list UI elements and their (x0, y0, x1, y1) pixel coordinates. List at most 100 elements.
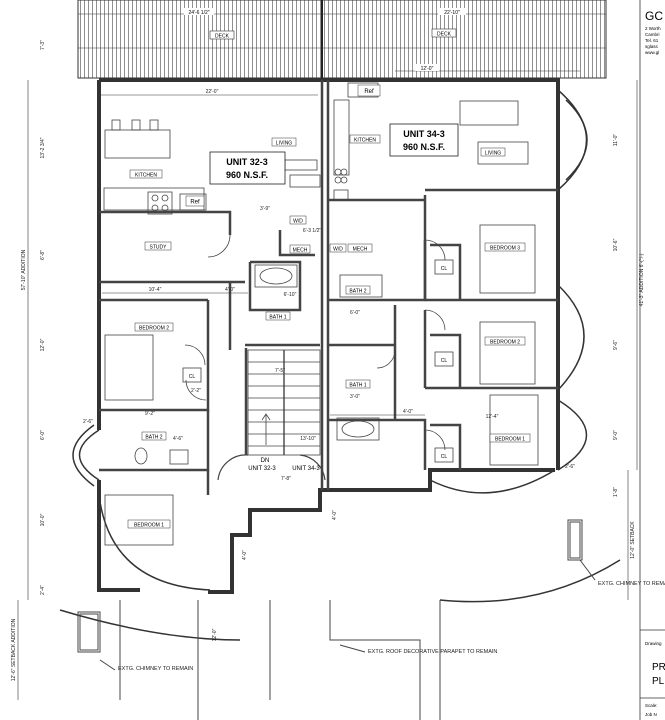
unit-label-32-3: UNIT 32-3 960 N.S.F. (209, 151, 286, 185)
notes: EXTG. CHIMNEY TO REMAIN EXTG. ROOF DECOR… (118, 581, 665, 672)
cl-34-3-c: CL (441, 454, 448, 460)
room-living-32-3: LIVING (276, 141, 293, 147)
stair (217, 349, 326, 481)
dim-6-8: 6'-8" (40, 250, 46, 260)
room-study: STUDY (150, 245, 168, 251)
dim-gap-4-right: 4'-0" (403, 409, 413, 415)
dim-4-0-lower: 4'-0" (242, 550, 248, 560)
interior-walls (99, 80, 558, 495)
dim-6-0: 6'-0" (350, 310, 360, 316)
wd-32-3: W/D (293, 219, 303, 225)
dim-1-8-right: 1'-8" (613, 487, 619, 497)
dim-4-0-vert: 4'-0" (332, 510, 338, 520)
room-bedroom1-34-3: BEDROOM 1 (495, 437, 525, 443)
dim-7-3: 7'-3" (40, 40, 46, 50)
dim-right-total: 41'-3" ADDITION 6'-(*/-) (639, 253, 645, 306)
dim-living-width: 22'-0" (206, 89, 219, 95)
deck: DECK DECK 24'-6 1/2" 22'-10" 12'-0" (77, 0, 607, 80)
unit-area-34-3: 960 N.S.F. (403, 142, 445, 152)
dim-4-6: 4'-6" (173, 436, 183, 442)
dim-2-6-right: 2'-6" (565, 464, 575, 470)
dim-2-2: 2'-2" (191, 388, 201, 394)
cl-34-3-b: CL (441, 358, 448, 364)
dim-10-6-right: 10'-6" (613, 238, 619, 251)
tb-address2: Cambri (645, 32, 660, 37)
tb-title2: PL (652, 676, 665, 687)
dim-11-0-right: 11'-0" (613, 134, 619, 147)
dim-12-0-left: 12'-0" (40, 338, 46, 351)
dimension-lines (17, 80, 638, 700)
tb-tel: Tel. 61 (645, 38, 659, 43)
dim-gap-4: 4'-0" (225, 287, 235, 293)
cl-32-3: CL (189, 374, 196, 380)
room-kitchen-32-3: KITCHEN (135, 173, 157, 179)
dim-12-4: 12'-4" (486, 414, 499, 420)
dim-9-0-right: 9'-0" (613, 430, 619, 440)
mech-32-3: MECH (293, 248, 308, 254)
dim-10-0-left: 10'-0" (40, 513, 46, 526)
dim-left-total: 57'-10" ADDITION (21, 249, 27, 290)
stair-unit-34-3: UNIT 34-3 (292, 466, 320, 472)
mech-34-3: MECH (353, 247, 368, 253)
exterior-walls (97, 78, 560, 594)
note-chimney-right: EXTG. CHIMNEY TO REMAIN (598, 581, 665, 587)
room-bedroom2-32-3: BEDROOM 2 (139, 326, 169, 332)
fixtures (103, 82, 539, 546)
tb-title1: PR (652, 662, 665, 673)
dim-3-9: 3'-9" (260, 206, 270, 212)
room-bath1-34-3: BATH 1 (349, 383, 366, 389)
dim-13-10: 13'-10" (300, 436, 316, 442)
dim-6-3: 6'-3 1/2" (303, 228, 322, 234)
dim-12-0-lower: 12'-0" (212, 628, 218, 641)
room-bedroom3-34-3: BEDROOM 3 (490, 246, 520, 252)
dim-3-0: 3'-0" (350, 394, 360, 400)
room-living-34-3: LIVING (485, 151, 502, 157)
stair-unit-32-3: UNIT 32-3 (248, 466, 276, 472)
ref-34-3: Ref (364, 89, 374, 95)
room-kitchen-34-3: KITCHEN (354, 138, 376, 144)
bay-windows (59, 89, 621, 641)
dim-9-6-right: 9'-6" (613, 340, 619, 350)
dim-7-8: 7'-8" (281, 476, 291, 482)
cl-34-3-a: CL (441, 266, 448, 272)
unit-name-34-3: UNIT 34-3 (403, 129, 445, 139)
deck-label-left: DECK (215, 34, 230, 40)
tb-drawing-label: Drawing (645, 641, 662, 646)
dim-6-10: 6'-10" (284, 292, 297, 298)
tb-web2: www.gl (645, 50, 659, 55)
dim-2-6: 2'-6" (83, 419, 93, 425)
tb-scale: Scale: (645, 703, 658, 708)
stair-labels: DN UNIT 32-3 UNIT 34-3 (248, 458, 320, 472)
dim-7-5: 7'-5" (275, 368, 285, 374)
room-tags: LIVING LIVING KITCHEN KITCHEN STUDY BEDR… (127, 84, 531, 529)
unit-label-34-3: UNIT 34-3 960 N.S.F. (389, 123, 459, 157)
dim-width-right: 12'-0" (421, 66, 434, 72)
dim-right-setback: 12'-0" SETBACK (630, 521, 636, 559)
chimneys (77, 519, 596, 720)
room-bath2-34-3: BATH 2 (349, 289, 366, 295)
dim-13-2: 13'-2 3/4" (40, 137, 46, 158)
ref-32-3: Ref (190, 200, 200, 206)
unit-name-32-3: UNIT 32-3 (226, 157, 268, 167)
dimension-text: 22'-0" 10'-4" 4'-0" 9'-2" 4'-0" 6'-10" 6… (11, 40, 645, 681)
stair-dn: DN (261, 458, 270, 464)
tb-web: sglass (645, 44, 659, 49)
room-bedroom1-32-3: BEDROOM 1 (134, 523, 164, 529)
note-chimney-left: EXTG. CHIMNEY TO REMAIN (118, 666, 193, 672)
room-bedroom2-34-3: BEDROOM 2 (490, 340, 520, 346)
dim-top-left: 24'-6 1/2" (188, 10, 209, 16)
dim-study-width: 10'-4" (149, 287, 162, 293)
room-bath2-32-3: BATH 2 (145, 435, 162, 441)
note-roof-parapet: EXTG. ROOF DECORATIVE PARAPET TO REMAIN (368, 649, 497, 655)
tb-address1: 2 Worth (645, 26, 661, 31)
wd-34-3: W/D (333, 247, 343, 253)
dim-top-right: 22'-10" (444, 10, 460, 16)
dim-2-4-left: 2'-4" (40, 585, 46, 595)
deck-label-right: DECK (437, 32, 452, 38)
title-block: GC 2 Worth Cambri Tel. 61 sglass www.gl … (639, 0, 665, 720)
dim-bath: 9'-2" (145, 411, 155, 417)
tb-job: Job N (645, 712, 657, 717)
room-bath1-32-3: BATH 1 (269, 315, 286, 321)
unit-area-32-3: 960 N.S.F. (226, 170, 268, 180)
